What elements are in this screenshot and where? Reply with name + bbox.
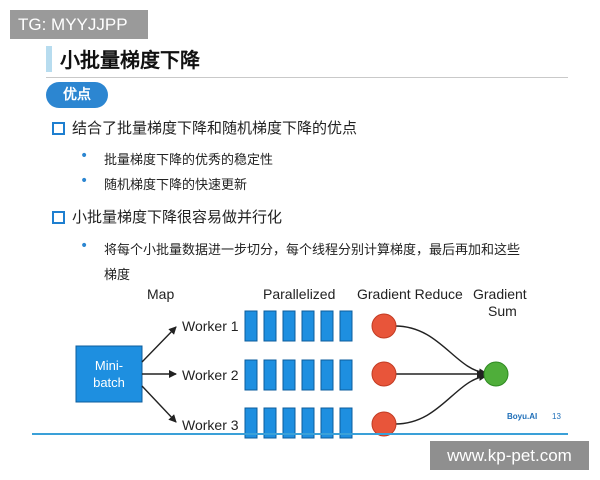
minibatch-label-line-1: Mini- bbox=[94, 358, 124, 373]
gradient-sum-node bbox=[483, 361, 509, 387]
worker-3-blocks bbox=[244, 407, 353, 439]
worker-3-label: Worker 3 bbox=[182, 417, 239, 433]
header-parallelized: Parallelized bbox=[263, 286, 336, 302]
map-arrow-1 bbox=[141, 326, 177, 363]
square-bullet-icon bbox=[52, 122, 65, 135]
worker-1-blocks bbox=[244, 310, 353, 342]
worker-2-blocks bbox=[244, 359, 353, 391]
title-divider bbox=[46, 77, 568, 78]
watermark-overlay: www.kp-pet.com bbox=[430, 441, 589, 470]
reduce-node-3 bbox=[371, 411, 397, 437]
bottom-divider bbox=[32, 433, 568, 435]
header-gradient-sum-line-1: Gradient bbox=[473, 286, 527, 302]
reduce-curve-1 bbox=[394, 325, 487, 377]
worker-2-label: Worker 2 bbox=[182, 367, 239, 383]
point-1-sub-1: 批量梯度下降的优秀的稳定性 bbox=[104, 153, 274, 168]
point-1: 结合了批量梯度下降和随机梯度下降的优点 bbox=[72, 119, 358, 137]
dot-bullet-icon: • bbox=[80, 238, 89, 254]
reduce-node-1 bbox=[371, 313, 397, 339]
tag-overlay: TG: MYYJJPP bbox=[10, 10, 148, 39]
page-number: 13 bbox=[552, 412, 561, 421]
map-arrow-3 bbox=[141, 385, 177, 423]
point-1-sub-2: 随机梯度下降的快速更新 bbox=[104, 178, 248, 193]
brand-logo-text: Boyu.AI bbox=[507, 412, 538, 421]
point-2-sub-line-1: 将每个小批量数据进一步切分，每个线程分别计算梯度，最后再加和这些 bbox=[104, 243, 521, 258]
worker-1-label: Worker 1 bbox=[182, 318, 239, 334]
square-bullet-icon bbox=[52, 211, 65, 224]
reduce-curve-3 bbox=[394, 372, 487, 425]
minibatch-label-line-2: batch bbox=[93, 375, 125, 390]
minibatch-box bbox=[75, 345, 143, 403]
dot-bullet-icon: • bbox=[80, 173, 89, 189]
slide-title: 小批量梯度下降 bbox=[60, 48, 200, 72]
header-gradient-sum-line-2: Sum bbox=[488, 303, 517, 319]
title-accent-bar bbox=[46, 46, 52, 72]
dot-bullet-icon: • bbox=[80, 148, 89, 164]
point-2-sub-line-2: 梯度 bbox=[104, 268, 131, 283]
point-2: 小批量梯度下降很容易做并行化 bbox=[72, 208, 283, 226]
reduce-node-2 bbox=[371, 361, 397, 387]
advantages-badge: 优点 bbox=[46, 82, 108, 108]
header-map: Map bbox=[147, 286, 175, 302]
header-gradient-reduce: Gradient Reduce bbox=[357, 286, 463, 302]
minibatch-label: Mini- batch bbox=[76, 357, 142, 391]
